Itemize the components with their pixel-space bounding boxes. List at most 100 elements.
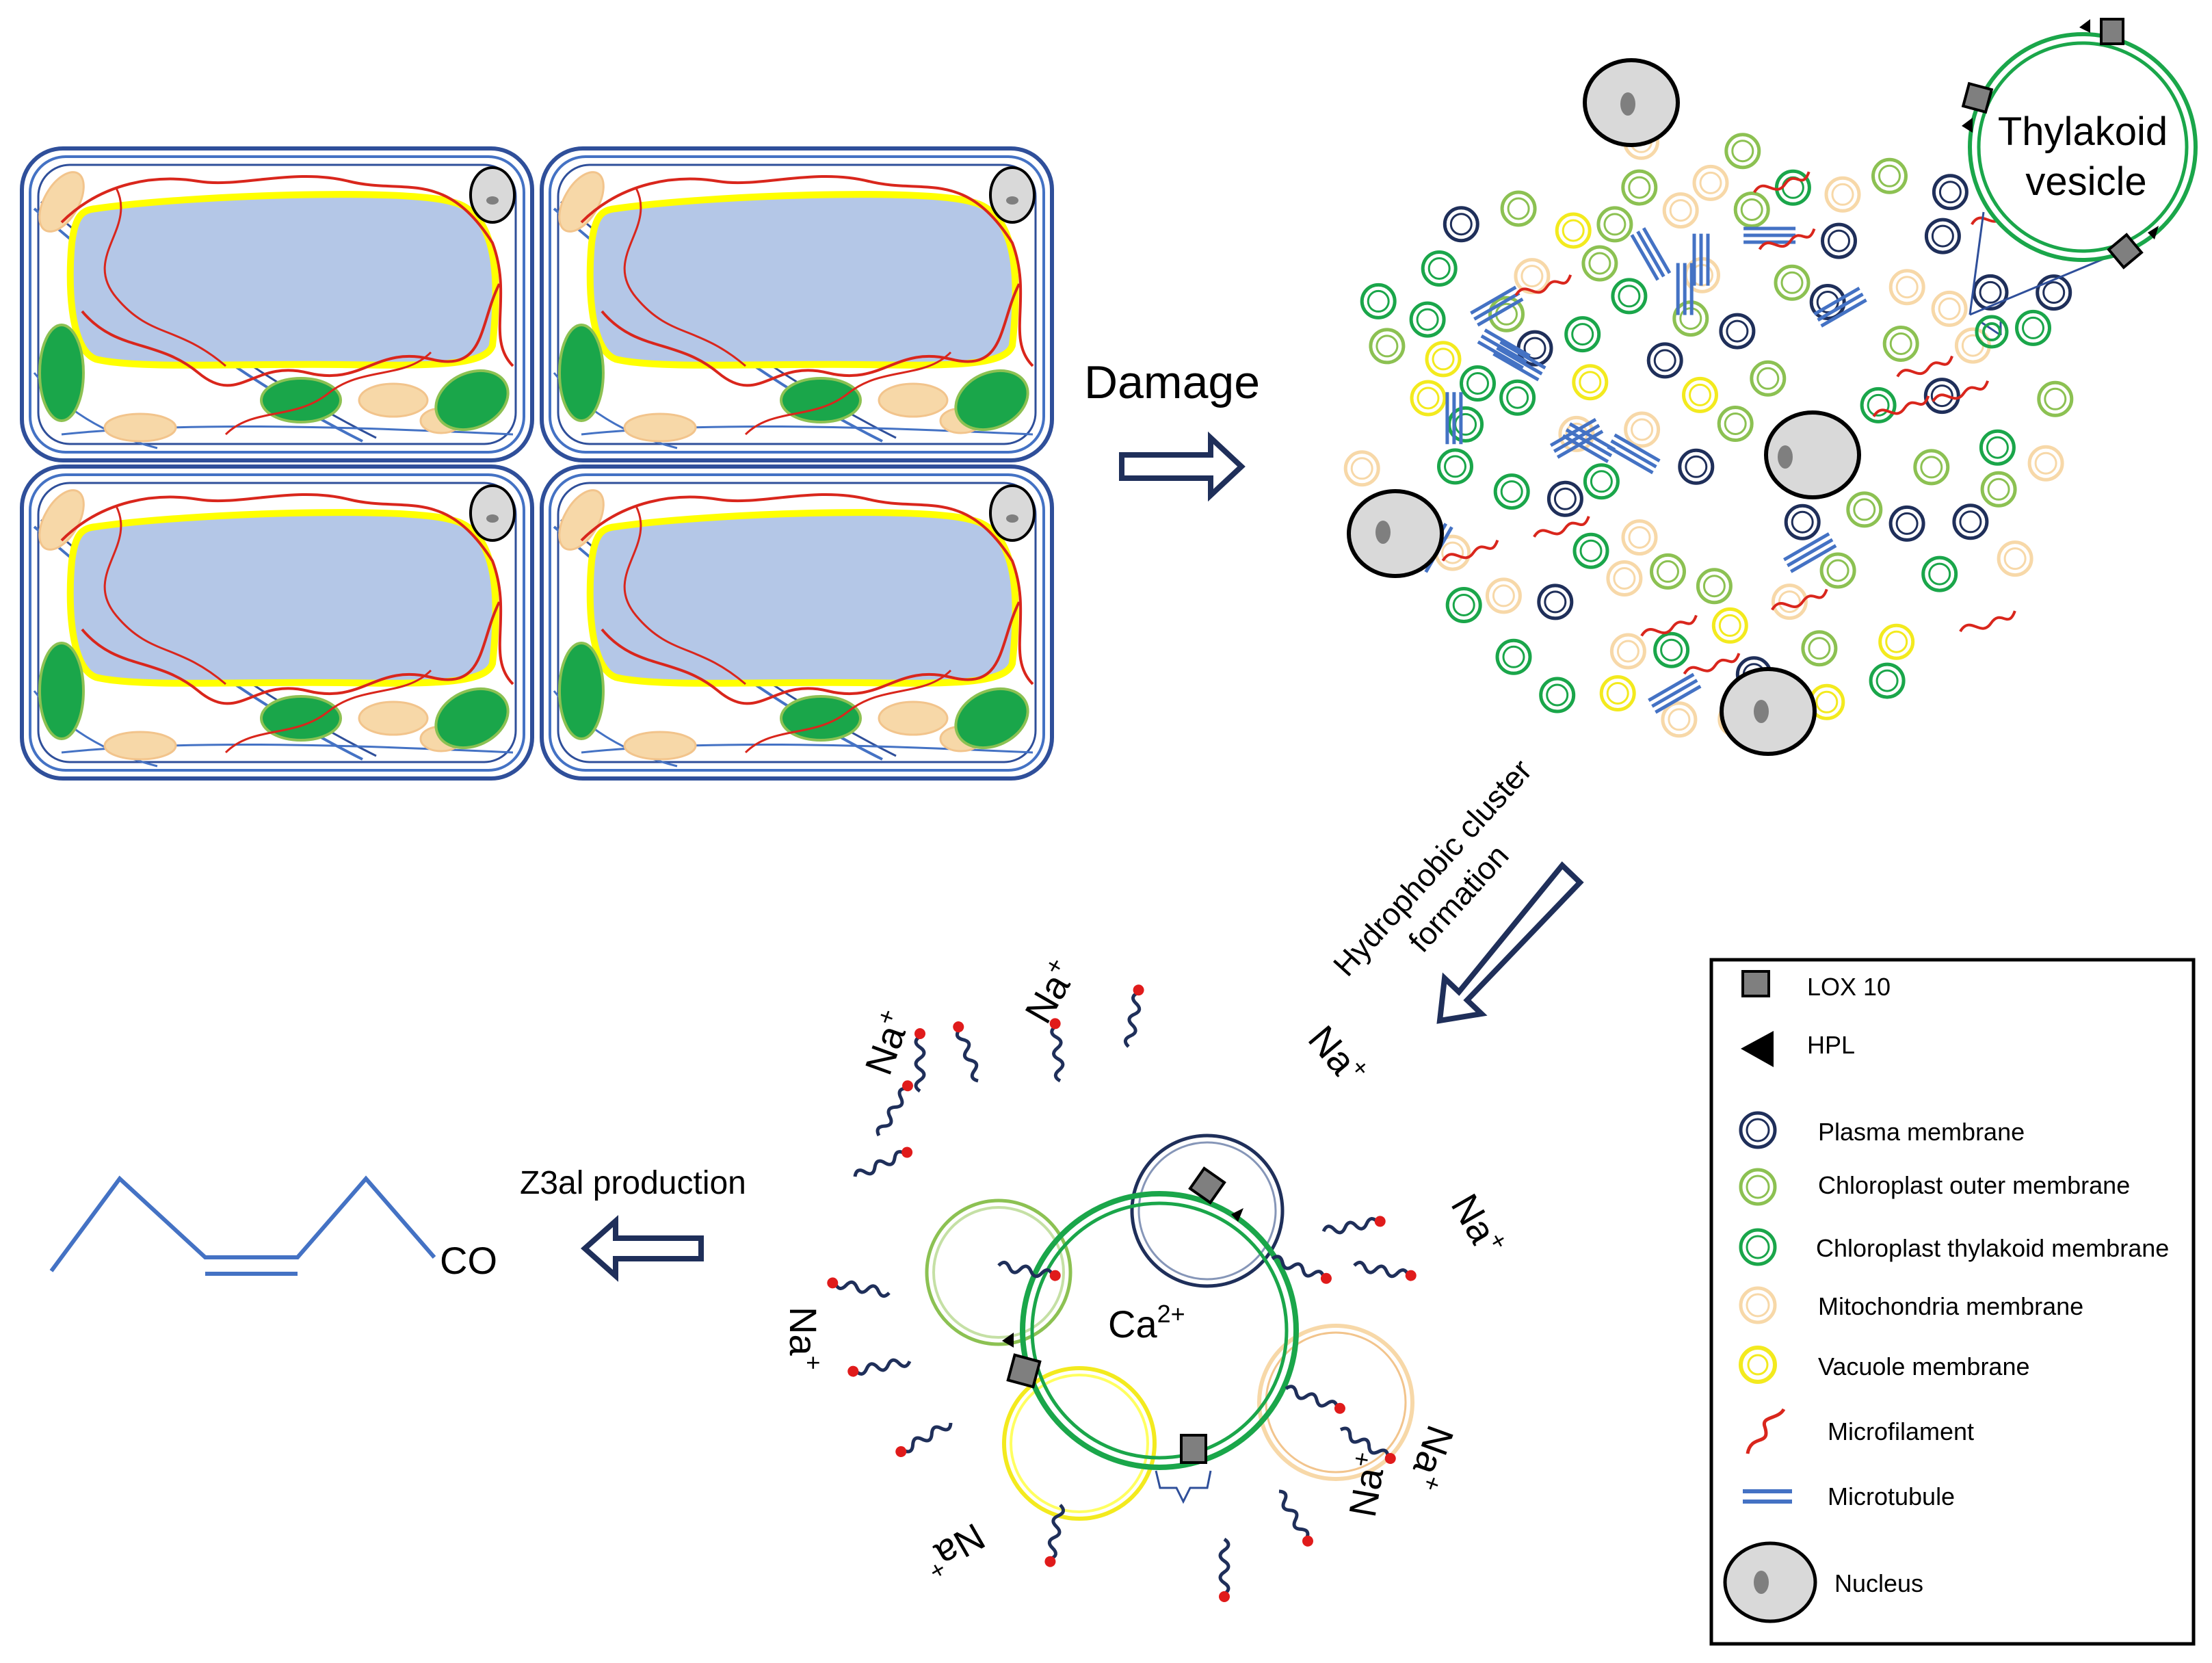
plasma-membrane-vesicle [1130,1134,1285,1288]
thylakoid-ring-icon [1539,677,1576,713]
thylakoid-ring-icon [1460,365,1496,402]
chloroplast-outer-ring-icon [1819,552,1856,589]
thylakoid-ring-icon [1495,638,1532,675]
vacuole-ring-icon [1425,341,1462,378]
mitochondria-ring-icon [1692,164,1729,201]
legend-label: Microfilament [1828,1417,1974,1445]
chloroplast-outer-ring-icon [1717,406,1754,442]
sodium-ion-label: Na+ [854,1005,919,1080]
hpl-icon [2148,226,2159,239]
plasma-membrane-ring-icon [1932,174,1969,211]
microfilament-fragment-icon [1959,610,2016,633]
vacuole-vesicle [1002,1366,1157,1521]
legend-label: Microtubule [1828,1482,1955,1510]
lipid-tail-icon [1123,984,1144,1048]
legend-label: Vacuole membrane [1818,1352,2030,1380]
microfilament-fragment-icon [1533,516,1590,538]
lipid-tail-icon [853,1147,913,1177]
cluster-arrow-icon [1436,861,1584,1024]
microfilament-fragment-icon [1896,355,1953,378]
plant-cell [22,467,532,778]
mitochondria-ring-icon [1606,560,1643,597]
thylakoid-vesicle-callout: Thylakoid vesicle [1961,18,2198,349]
microtubule-fragment-icon [1477,328,1531,369]
thylakoid-vesicle [1020,1191,1299,1470]
microfilament-fragment-icon [1753,171,1811,194]
lipid-tail-icon [875,1080,913,1137]
legend-label: Chloroplast outer membrane [1818,1171,2130,1199]
plasma-membrane-ring-icon [1888,505,1925,542]
microtubule-fragment-icon [1630,227,1672,281]
thylakoid-vesicle-label: vesicle [2025,159,2146,204]
sodium-ion-label: Na+ [1443,1186,1514,1263]
plasma-membrane-ring-icon [1546,480,1583,517]
chloroplast-outer-ring-icon [1621,169,1658,206]
mitochondria-vesicle [1257,1324,1414,1481]
lipid-tail-icon [1339,1426,1396,1464]
microfilament-fragment-icon [1683,653,1741,675]
microfilament-fragment-icon [1932,380,1990,402]
plasma-membrane-ring-icon [1646,342,1683,379]
mitochondria-ring-icon [1624,411,1661,448]
chloroplast-outer-ring-icon [2037,380,2074,417]
thylakoid-ring-icon [1921,555,1958,592]
lox10-icon [2100,18,2124,45]
legend-box [1709,958,2196,1646]
thylakoid-ring-icon [1437,448,1473,485]
lipid-tail-icon [1278,1489,1313,1547]
vesicle-cluster: Ca2+ [925,1134,1414,1521]
plasma-membrane-ring-icon [2036,274,2072,311]
green-double-ring-icon [1739,1228,1777,1266]
blue-double-line-icon [1743,1489,1792,1504]
plasma-membrane-ring-icon [1924,218,1961,254]
thylakoid-ring-icon [1979,429,2016,466]
thylakoid-ring-icon [1653,631,1690,668]
plasma-membrane-ring-icon [1443,206,1479,243]
red-squiggle-icon [1746,1408,1786,1454]
vacuole-ring-icon [1599,675,1636,711]
microfilament-fragment-icon [1758,228,1816,250]
gray-nucleus-icon [1723,1541,1817,1623]
legend-label: Nucleus [1834,1569,1923,1597]
sodium-ion-label: Na+ [1338,1450,1394,1520]
chloroplast-outer-ring-icon [1913,449,1950,486]
nucleus-icon [1764,410,1861,499]
thylakoid-ring-icon [1493,473,1530,510]
lipid-tail-icon [1049,1018,1065,1083]
vacuole-ring-icon [1410,380,1447,417]
z3al-molecule: CO [49,1175,497,1282]
vacuole-ring-icon [1572,364,1609,401]
mitochondria-ring-icon [1609,633,1646,670]
legend-label: HPL [1807,1031,1855,1059]
calcium-ion-label: Ca2+ [1108,1300,1185,1346]
nucleus-icon [1347,489,1444,578]
plasma-membrane-ring-icon [1537,584,1574,620]
peach-double-ring-icon [1739,1286,1777,1324]
chloroplast-outer-ring-icon [1650,553,1686,590]
lox10-icon [2107,233,2144,270]
mitochondria-ring-icon [1514,258,1551,295]
chloroplast-outer-ring-icon [1871,157,1908,194]
thylakoid-ring-icon [1869,662,1906,699]
plant-cell [542,467,1052,778]
microtubule-fragment-icon [1445,392,1463,445]
plasma-membrane-ring-icon [1821,222,1857,259]
microfilament-fragment-icon [1771,588,1828,611]
vacuole-ring-icon [1711,607,1748,644]
lipid-tail-icon [997,1260,1061,1281]
chloroplast-outer-ring-icon [1581,245,1618,282]
mitochondria-ring-icon [1662,192,1699,229]
chloroplast-outer-ring-icon [1724,133,1761,170]
chloroplast-outer-ring-icon [1801,630,1838,667]
membrane-debris-field [1343,123,2074,738]
black-triangle-icon [1741,1031,1774,1067]
mitochondria-ring-icon [1824,176,1861,213]
vacuole-ring-icon [1878,623,1915,660]
z3al-arrow-icon [580,1215,704,1282]
legend-label: Mitochondria membrane [1818,1292,2083,1320]
lipid-tail-icon [1321,1216,1386,1235]
carbonyl-label: CO [440,1239,497,1282]
mitochondria-ring-icon [1621,519,1658,556]
hpl-icon [1002,1333,1014,1348]
